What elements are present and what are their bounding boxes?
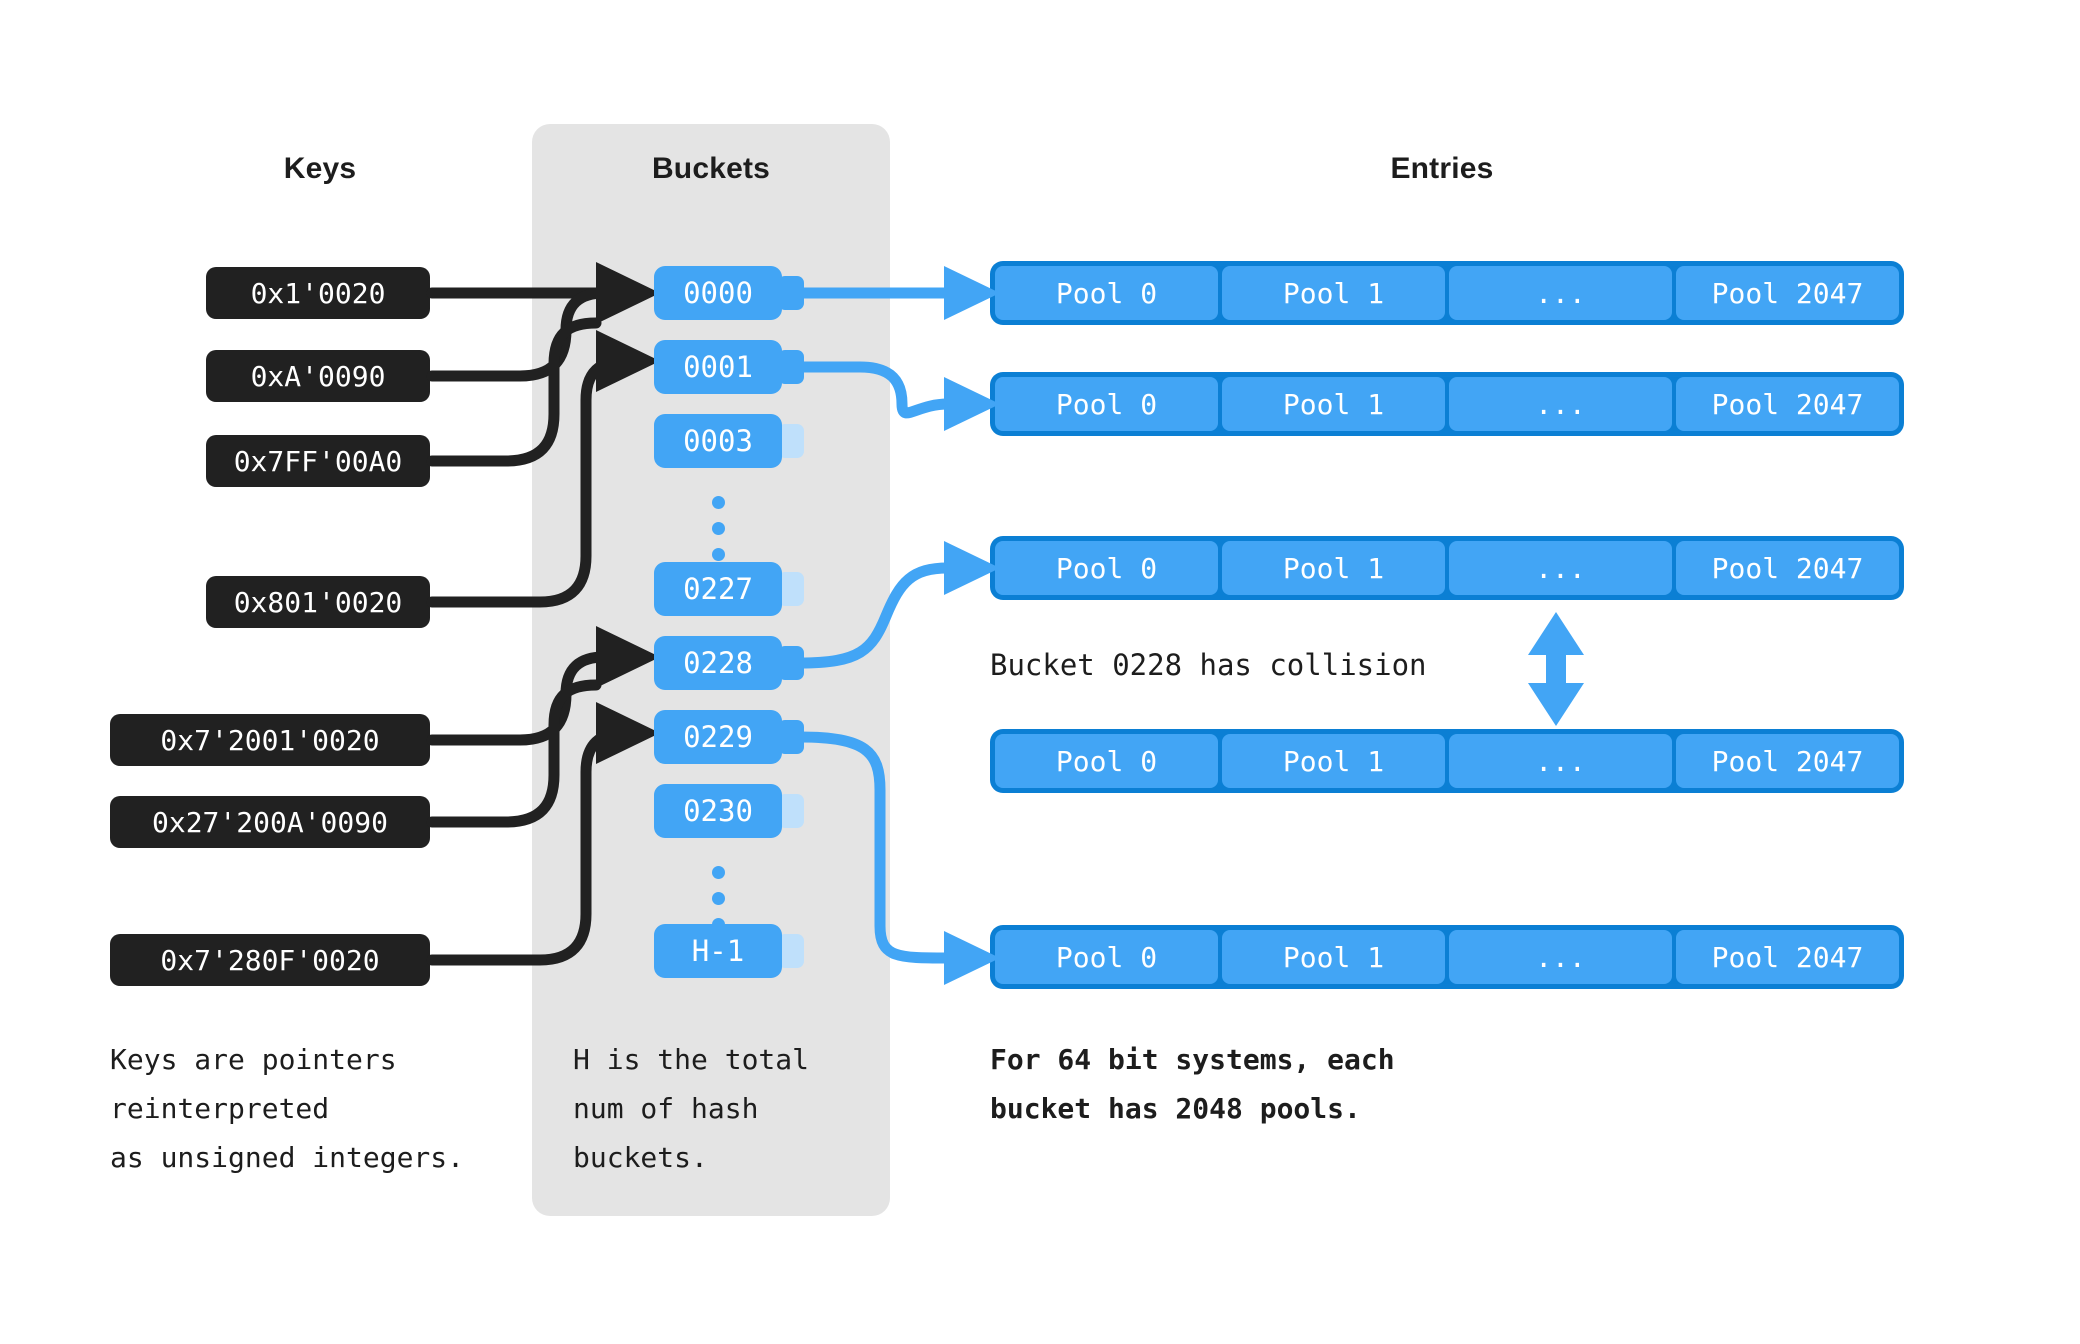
entries-row[interactable]: Pool 0 Pool 1 ... Pool 2047 [990, 925, 1904, 989]
pool-cell[interactable]: Pool 0 [995, 734, 1218, 788]
pool-cell[interactable]: Pool 0 [995, 541, 1218, 595]
entries-row[interactable]: Pool 0 Pool 1 ... Pool 2047 [990, 372, 1904, 436]
pool-cell[interactable]: Pool 0 [995, 377, 1218, 431]
bucket-tab-0228 [778, 646, 804, 680]
entries-note: For 64 bit systems, each bucket has 2048… [990, 1043, 1395, 1125]
pool-cell[interactable]: ... [1449, 541, 1672, 595]
entries-row[interactable]: Pool 0 Pool 1 ... Pool 2047 [990, 536, 1904, 600]
bucket-0230[interactable]: 0230 [654, 784, 782, 838]
key-box[interactable]: 0x801'0020 [206, 576, 430, 628]
bucket-tab-0000 [778, 276, 804, 310]
pool-cell[interactable]: ... [1449, 266, 1672, 320]
bucket-0227[interactable]: 0227 [654, 562, 782, 616]
key-box[interactable]: 0x1'0020 [206, 267, 430, 319]
bucket-tab-0003 [778, 424, 804, 458]
pool-cell[interactable]: Pool 2047 [1676, 377, 1899, 431]
key-label: 0x27'200A'0090 [151, 805, 388, 839]
bucket-tab-0227 [778, 572, 804, 606]
key-label: 0x7FF'00A0 [233, 444, 403, 478]
pool-cell[interactable]: Pool 2047 [1676, 930, 1899, 984]
pool-cell[interactable]: ... [1449, 930, 1672, 984]
pool-cell[interactable]: Pool 1 [1222, 541, 1445, 595]
key-label: 0x7'2001'0020 [160, 723, 380, 757]
pool-cell[interactable]: ... [1449, 734, 1672, 788]
bucket-0001[interactable]: 0001 [654, 340, 782, 394]
entries-row[interactable]: Pool 0 Pool 1 ... Pool 2047 [990, 729, 1904, 793]
bucket-tab-0001 [778, 350, 804, 384]
pool-cell[interactable]: Pool 0 [995, 266, 1218, 320]
key-box[interactable]: 0x7FF'00A0 [206, 435, 430, 487]
keys-note: Keys are pointers reinterpreted as unsig… [110, 1043, 465, 1174]
key-label: 0x7'280F'0020 [160, 943, 380, 977]
key-box[interactable]: 0x7'280F'0020 [110, 934, 430, 986]
bucket-H-1[interactable]: H-1 [654, 924, 782, 978]
key-label: 0x1'0020 [250, 276, 386, 310]
collision-arrow-icon [1528, 612, 1584, 726]
bucket-label: 0000 [683, 276, 753, 310]
collision-label: Bucket 0228 has collision [990, 648, 1427, 682]
bucket-0000[interactable]: 0000 [654, 266, 782, 320]
pool-cell[interactable]: ... [1449, 377, 1672, 431]
key-box[interactable]: 0x7'2001'0020 [110, 714, 430, 766]
bucket-label: 0229 [683, 720, 753, 754]
keys-column-heading: Keys [283, 152, 357, 185]
bucket-tab-0230 [778, 794, 804, 828]
bucket-ellipsis-upper [712, 496, 725, 561]
key-box[interactable]: 0x27'200A'0090 [110, 796, 430, 848]
key-label: 0x801'0020 [233, 585, 403, 619]
bucket-label: H-1 [691, 934, 745, 968]
bucket-0003[interactable]: 0003 [654, 414, 782, 468]
bucket-label: 0003 [683, 424, 753, 458]
buckets-column-heading: Buckets [651, 152, 771, 185]
pool-cell[interactable]: Pool 2047 [1676, 734, 1899, 788]
bucket-tab-0229 [778, 720, 804, 754]
bucket-label: 0227 [683, 572, 753, 606]
key-label: 0xA'0090 [250, 359, 386, 393]
buckets-note: H is the total num of hash buckets. [573, 1043, 810, 1174]
bucket-0228[interactable]: 0228 [654, 636, 782, 690]
key-box[interactable]: 0xA'0090 [206, 350, 430, 402]
bucket-0229[interactable]: 0229 [654, 710, 782, 764]
bucket-label: 0228 [683, 646, 753, 680]
pool-cell[interactable]: Pool 2047 [1676, 266, 1899, 320]
pool-cell[interactable]: Pool 1 [1222, 266, 1445, 320]
pool-cell[interactable]: Pool 2047 [1676, 541, 1899, 595]
pool-cell[interactable]: Pool 0 [995, 930, 1218, 984]
bucket-label: 0230 [683, 794, 753, 828]
bucket-tab-H-1 [778, 934, 804, 968]
entries-column-heading: Entries [1390, 152, 1494, 185]
pool-cell[interactable]: Pool 1 [1222, 734, 1445, 788]
pool-cell[interactable]: Pool 1 [1222, 377, 1445, 431]
entries-row[interactable]: Pool 0 Pool 1 ... Pool 2047 [990, 261, 1904, 325]
pool-cell[interactable]: Pool 1 [1222, 930, 1445, 984]
bucket-label: 0001 [683, 350, 753, 384]
